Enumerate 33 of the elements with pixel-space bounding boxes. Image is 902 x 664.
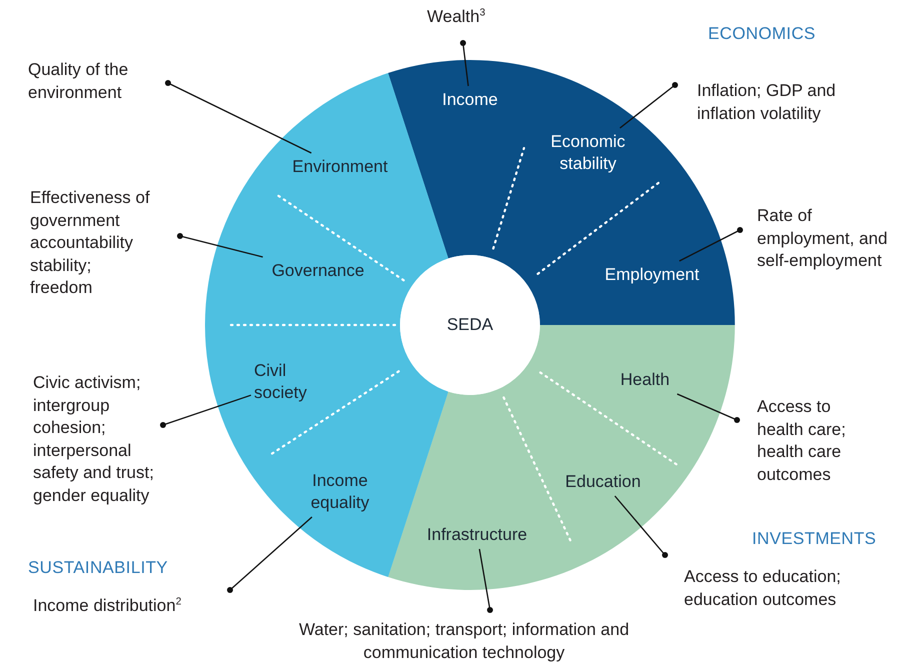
leader-line	[227, 516, 312, 593]
leader-line	[614, 496, 668, 558]
category-heading: SUSTAINABILITY	[28, 558, 168, 578]
indicator-text: Water; sanitation; transport; information and communication technology	[262, 610, 666, 664]
segment-label: Income equality	[300, 470, 380, 514]
segment-label: Health	[604, 369, 685, 391]
leader-line	[165, 80, 312, 154]
segment-label: Employment	[586, 264, 717, 286]
segment-label: Civil society	[254, 360, 326, 404]
leader-line	[160, 394, 252, 428]
indicator-text: Income distribution$^{2}$	[33, 590, 233, 618]
indicator-text: Civic activism; intergroup cohesion; interpersonal safety and trust; gender equality	[33, 372, 181, 507]
segment-label: Governance	[258, 260, 378, 282]
indicator-text: Quality of the environment	[28, 59, 188, 104]
leader-line	[676, 393, 740, 423]
leader-line	[679, 227, 743, 262]
category-heading: INVESTMENTS	[752, 529, 876, 549]
segment-label: Economic stability	[538, 131, 638, 175]
indicator-text: Effectiveness of government accountability stability; freedom	[30, 187, 180, 300]
indicator-text: Access to health care; health care outcomes	[737, 396, 872, 486]
segment-label: Education	[548, 471, 658, 493]
segment-label: Environment	[280, 156, 400, 178]
indicator-text: Wealth$^{3}$	[427, 6, 517, 43]
leader-line	[460, 40, 469, 86]
leader-line	[620, 82, 678, 129]
leader-line	[177, 233, 263, 258]
indicator-text: Access to education; education outcomes	[665, 555, 889, 611]
segment-label: Infrastructure	[412, 524, 542, 546]
segment-label: Income	[424, 89, 515, 111]
indicator-text: Inflation; GDP and inflation volatility	[675, 80, 882, 125]
category-heading: ECONOMICS	[708, 24, 816, 44]
leader-line	[478, 548, 493, 613]
indicator-text: Rate of employment, and self-employment	[740, 205, 892, 272]
